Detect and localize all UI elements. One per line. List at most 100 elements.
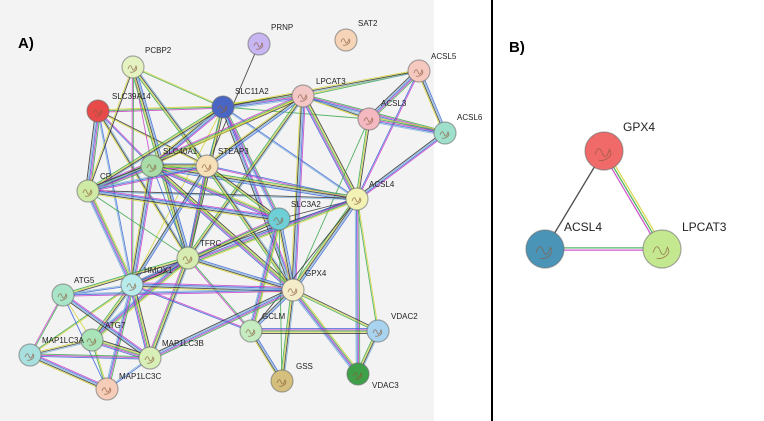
- protein-node-map1lc3c[interactable]: MAP1LC3C: [95, 372, 161, 401]
- edge-evidence-line: [88, 189, 280, 219]
- protein-node-slc40a1[interactable]: SLC40A1: [140, 147, 198, 178]
- edge-evidence-line: [290, 95, 302, 290]
- interaction-edge: [186, 165, 209, 259]
- edge-evidence-line: [62, 288, 294, 295]
- node-label: GPX4: [305, 269, 327, 278]
- protein-node-lpcat3[interactable]: LPCAT3: [642, 220, 727, 269]
- interaction-edge: [356, 70, 420, 200]
- edge-evidence-line: [187, 258, 293, 292]
- protein-node-slc3a2[interactable]: SLC3A2: [267, 200, 321, 231]
- interaction-edge: [355, 118, 371, 200]
- edge-evidence-line: [87, 191, 358, 201]
- protein-node-steap3[interactable]: STEAP3: [195, 147, 249, 178]
- edge-evidence-line: [292, 118, 370, 291]
- protein-node-map1lc3a[interactable]: MAP1LC3A: [18, 336, 84, 367]
- protein-node-hmox1[interactable]: HMOX1: [120, 266, 173, 297]
- node-circle: [281, 278, 305, 302]
- interaction-edge: [29, 284, 133, 356]
- edge-evidence-line: [303, 95, 359, 199]
- protein-node-lpcat3[interactable]: LPCAT3: [291, 77, 346, 108]
- edge-evidence-line: [98, 110, 190, 258]
- interaction-edge: [292, 118, 370, 291]
- protein-node-acsl3[interactable]: ACSL3: [357, 99, 407, 131]
- edge-evidence-line: [62, 256, 188, 295]
- edge-evidence-line: [357, 198, 380, 331]
- node-circle: [525, 229, 565, 269]
- edge-evidence-line: [302, 95, 358, 200]
- interaction-edge: [148, 287, 295, 361]
- edge-evidence-line: [148, 287, 293, 357]
- protein-node-gpx4[interactable]: GPX4: [281, 269, 327, 302]
- protein-node-pcbp2[interactable]: PCBP2: [121, 46, 172, 79]
- edge-evidence-line: [207, 164, 280, 219]
- edge-evidence-line: [300, 96, 356, 201]
- edge-evidence-line: [206, 166, 279, 221]
- edge-evidence-line: [187, 258, 251, 332]
- edge-evidence-line: [62, 283, 132, 295]
- edge-evidence-line: [132, 166, 154, 286]
- node-label: ACSL6: [457, 113, 483, 122]
- edge-evidence-line: [358, 198, 361, 375]
- edge-evidence-line: [153, 163, 295, 289]
- structure-glyph: [253, 41, 264, 50]
- node-label: ACSL5: [431, 52, 457, 61]
- edge-evidence-line: [290, 197, 356, 289]
- edge-evidence-line: [150, 258, 190, 359]
- node-label: ACSL4: [369, 180, 395, 189]
- interaction-edge: [28, 352, 109, 392]
- node-circle: [584, 131, 624, 171]
- structure-glyph: [351, 196, 362, 205]
- protein-node-map1lc3b[interactable]: MAP1LC3B: [138, 339, 204, 370]
- edge-evidence-line: [131, 284, 151, 359]
- protein-node-tfrc[interactable]: TFRC: [176, 239, 222, 270]
- interaction-edge: [251, 328, 378, 334]
- edge-evidence-line: [86, 191, 132, 286]
- edge-evidence-line: [222, 94, 303, 107]
- edge-evidence-line: [105, 284, 132, 390]
- edge-evidence-line: [151, 167, 357, 202]
- protein-node-cp[interactable]: CP: [76, 172, 111, 203]
- protein-node-vdac3[interactable]: VDAC3: [346, 362, 399, 390]
- protein-node-atg5[interactable]: ATG5: [51, 276, 95, 307]
- structure-glyph: [144, 355, 155, 364]
- protein-node-sat2[interactable]: SAT2: [334, 19, 378, 52]
- protein-node-prnp[interactable]: PRNP: [247, 23, 293, 56]
- structure-glyph: [273, 216, 284, 225]
- edge-evidence-line: [152, 164, 295, 290]
- protein-node-gpx4[interactable]: GPX4: [584, 120, 655, 171]
- edge-evidence-line: [29, 354, 151, 359]
- structure-glyph: [439, 130, 450, 139]
- edge-evidence-line: [147, 256, 187, 358]
- structure-glyph: [363, 116, 374, 125]
- protein-node-slc11a2[interactable]: SLC11A2: [211, 87, 269, 119]
- edge-evidence-line: [222, 95, 304, 108]
- protein-node-vdac2[interactable]: VDAC2: [366, 312, 418, 343]
- protein-node-acsl5[interactable]: ACSL5: [407, 52, 457, 83]
- protein-node-slc39a14[interactable]: SLC39A14: [86, 92, 151, 123]
- edge-evidence-line: [131, 165, 153, 286]
- node-circle: [267, 207, 291, 231]
- protein-node-acsl6[interactable]: ACSL6: [433, 113, 483, 145]
- edge-evidence-line: [133, 66, 208, 166]
- protein-node-gss[interactable]: GSS: [270, 362, 313, 393]
- edge-evidence-line: [293, 288, 379, 331]
- edge-evidence-line: [222, 93, 303, 106]
- protein-node-gclm[interactable]: GCLM: [239, 312, 285, 343]
- edge-evidence-line: [151, 258, 191, 360]
- protein-node-acsl4[interactable]: ACSL4: [525, 220, 602, 269]
- node-label: ATG5: [74, 276, 95, 285]
- edge-evidence-line: [30, 353, 108, 389]
- structure-glyph: [413, 68, 424, 77]
- structure-glyph: [245, 328, 256, 337]
- edge-evidence-line: [356, 132, 445, 199]
- edge-evidence-line: [250, 218, 280, 332]
- node-label: GSS: [296, 362, 313, 371]
- edge-evidence-line: [368, 120, 445, 136]
- protein-node-acsl4[interactable]: ACSL4: [345, 180, 395, 211]
- edge-evidence-line: [87, 165, 208, 192]
- interaction-edge: [222, 93, 304, 110]
- protein-node-atg7[interactable]: ATG7: [80, 321, 126, 352]
- edge-evidence-line: [148, 257, 188, 358]
- edge-evidence-line: [30, 352, 109, 388]
- node-circle: [76, 179, 100, 203]
